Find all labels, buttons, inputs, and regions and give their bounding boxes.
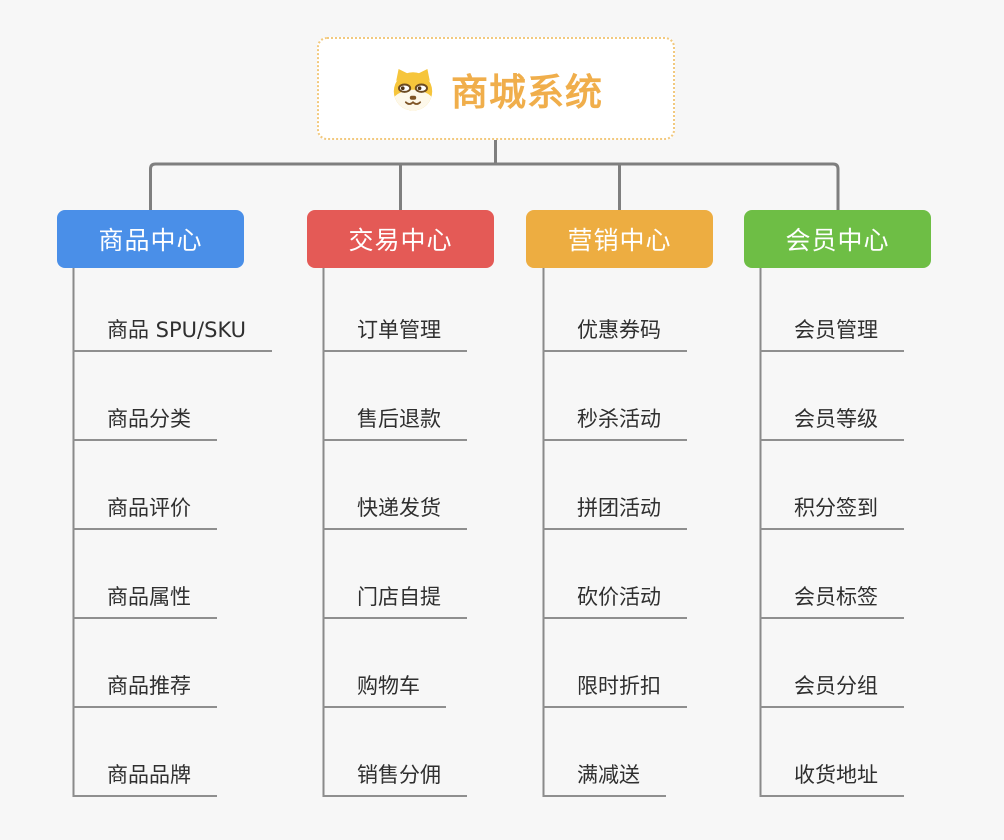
branch-label: 会员中心 — [785, 226, 890, 255]
branch-label: 营销中心 — [567, 226, 672, 255]
child-node[interactable]: 秒杀活动 — [543, 405, 687, 441]
child-node[interactable]: 会员标签 — [760, 583, 904, 619]
child-node[interactable]: 销售分佣 — [323, 761, 467, 797]
child-node[interactable]: 砍价活动 — [543, 583, 687, 619]
branch-label: 商品中心 — [98, 226, 203, 255]
member-center-children: 会员管理 会员等级 积分签到 会员标签 会员分组 收货地址 — [760, 268, 1004, 797]
marketing-center-children: 优惠券码 秒杀活动 拼团活动 砍价活动 限时折扣 满减送 — [543, 268, 803, 797]
child-node[interactable]: 优惠券码 — [543, 316, 687, 352]
child-node[interactable]: 满减送 — [543, 761, 666, 797]
shiba-dog-icon — [393, 68, 433, 111]
child-node[interactable]: 收货地址 — [760, 761, 904, 797]
child-node[interactable]: 门店自提 — [323, 583, 467, 619]
child-node[interactable]: 积分签到 — [760, 494, 904, 530]
child-node[interactable]: 商品 SPU/SKU — [73, 316, 273, 352]
product-center-children: 商品 SPU/SKU 商品分类 商品评价 商品属性 商品推荐 商品品牌 — [73, 268, 333, 797]
trade-center-children: 订单管理 售后退款 快递发货 门店自提 购物车 销售分佣 — [323, 268, 583, 797]
child-node[interactable]: 商品分类 — [73, 405, 217, 441]
child-node[interactable]: 商品品牌 — [73, 761, 217, 797]
child-node[interactable]: 会员管理 — [760, 316, 904, 352]
top-connector-path — [149, 137, 840, 212]
root-node[interactable]: 商城系统 — [317, 37, 675, 140]
child-node[interactable]: 快递发货 — [323, 494, 467, 530]
child-node[interactable]: 会员分组 — [760, 672, 904, 708]
child-node[interactable]: 商品评价 — [73, 494, 217, 530]
child-node[interactable]: 拼团活动 — [543, 494, 687, 530]
child-node[interactable]: 购物车 — [323, 672, 446, 708]
branch-node-marketing-center[interactable]: 营销中心 — [526, 210, 713, 268]
branch-label: 交易中心 — [348, 226, 453, 255]
root-title: 商城系统 — [451, 70, 603, 114]
branch-node-product-center[interactable]: 商品中心 — [57, 210, 244, 268]
child-node[interactable]: 订单管理 — [323, 316, 467, 352]
child-node[interactable]: 商品推荐 — [73, 672, 217, 708]
child-node[interactable]: 商品属性 — [73, 583, 217, 619]
child-node[interactable]: 会员等级 — [760, 405, 904, 441]
child-node[interactable]: 限时折扣 — [543, 672, 687, 708]
child-node[interactable]: 售后退款 — [323, 405, 467, 441]
branch-node-member-center[interactable]: 会员中心 — [744, 210, 931, 268]
branch-node-trade-center[interactable]: 交易中心 — [307, 210, 494, 268]
